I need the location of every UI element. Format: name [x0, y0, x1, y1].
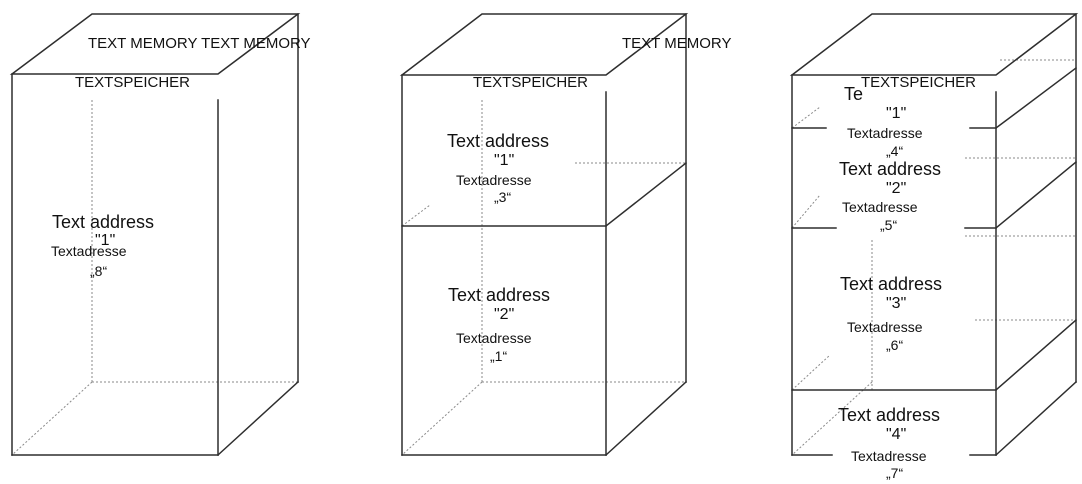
box3-sec2-address-de: Textadresse: [842, 199, 918, 215]
box3-divider2-diag: [994, 160, 1078, 230]
box1-address-en: Text address: [52, 212, 154, 232]
box2-sec2-address-en: Text address: [448, 285, 550, 305]
box2-hidden-bottom-diag: [401, 381, 483, 456]
box3-bottom-right-diag: [994, 380, 1078, 457]
box1-address-no: "1": [95, 232, 115, 249]
memory-box-3: TEXTSPEICHER Te "1" Textadresse „4“ Text…: [789, 13, 1079, 481]
box3-sec2-address-de-no: „5“: [880, 217, 897, 233]
box3-sec4-address-no: "4": [886, 426, 906, 443]
box2-sec2-address-de-no: „1“: [490, 348, 507, 364]
box2-sec2-address-de: Textadresse: [456, 330, 532, 346]
box3-divider3-diag: [994, 318, 1078, 392]
box1-bottom-right-diag: [216, 380, 300, 457]
box3-header-de: TEXTSPEICHER: [861, 74, 976, 91]
box3-hidden-diag-1: [791, 106, 821, 129]
box2-hidden-middle-diag: [401, 204, 431, 227]
box3-hidden-diag-2: [791, 194, 821, 229]
box2-bottom-right-diag: [604, 380, 688, 457]
box3-divider1-diag: [994, 66, 1078, 130]
box1-address-de: Textadresse: [51, 243, 127, 259]
box2-sec1-address-en: Text address: [447, 131, 549, 151]
box3-sec4-address-de-no: „7“: [886, 465, 903, 481]
box3-sec3-address-de-no: „6“: [886, 337, 903, 353]
box1-header-en: TEXT MEMORY TEXT MEMORY: [88, 35, 311, 52]
box1-hidden-bottom-diag: [11, 381, 93, 456]
box3-sec4-address-en: Text address: [838, 405, 940, 425]
box2-sec1-address-de-no: „3“: [494, 189, 511, 205]
box2-header-en: TEXT MEMORY: [622, 35, 731, 52]
box3-sec1-address-de: Textadresse: [847, 125, 923, 141]
box3-sec4-address-de: Textadresse: [851, 448, 927, 464]
box3-top-face: [789, 13, 1079, 76]
box2-sec1-address-no: "1": [494, 152, 514, 169]
box3-sec2-address-no: "2": [886, 180, 906, 197]
box3-hidden-diag-3: [791, 354, 831, 391]
box1-address-de-no: „8“: [90, 263, 107, 279]
box3-sec3-address-no: "3": [886, 295, 906, 312]
memory-box-2: TEXT MEMORY TEXTSPEICHER Text address "1…: [399, 13, 731, 457]
box1-header-de: TEXTSPEICHER: [75, 74, 190, 91]
box3-sec2-address-en: Text address: [839, 159, 941, 179]
box2-sec2-address-no: "2": [494, 306, 514, 323]
box2-header-de: TEXTSPEICHER: [473, 74, 588, 91]
box3-sec1-address-no: "1": [886, 105, 906, 122]
box3-overlap-fragment: Te: [844, 84, 863, 104]
box3-sec3-address-en: Text address: [840, 274, 942, 294]
box3-sec1-address-de-no: „4“: [886, 143, 903, 159]
box2-divider-diag: [604, 161, 688, 228]
memory-box-1: TEXT MEMORY TEXT MEMORY TEXTSPEICHER Tex…: [9, 13, 311, 457]
box3-sec3-address-de: Textadresse: [847, 319, 923, 335]
box2-sec1-address-de: Textadresse: [456, 172, 532, 188]
